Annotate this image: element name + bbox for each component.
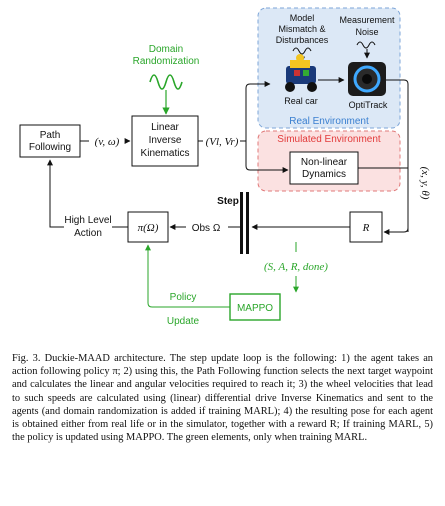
policy-label: π(Ω) (138, 222, 159, 234)
step-label: Step (217, 196, 239, 207)
high-level-action-label: High Level (64, 215, 111, 226)
model-mismatch-label-3: Disturbances (276, 35, 329, 45)
simulated-environment-label: Simulated Environment (277, 134, 381, 145)
obs-label: Obs Ω (192, 223, 221, 234)
policy-update-label: Policy (170, 292, 197, 303)
nonlinear-dynamics-label: Non-linear (301, 157, 348, 168)
step-bar (240, 192, 243, 254)
real-environment-label: Real Environment (289, 116, 369, 127)
path-following-label-2: Following (29, 142, 71, 153)
high-level-action-label-2: Action (74, 228, 102, 239)
real-environment-region (257, 7, 401, 129)
optitrack-label: OptiTrack (349, 100, 388, 110)
sard-label: (S, A, R, done) (264, 261, 328, 273)
noise-wave-icon (149, 74, 183, 90)
real-car-icon (285, 54, 317, 92)
mismatch-wave-icon (292, 47, 312, 55)
step-bar-2 (246, 192, 249, 254)
inverse-kinematics-label-3: Kinematics (141, 148, 190, 159)
path-following-label: Path (40, 130, 61, 141)
noise-wave-icon-2 (356, 41, 376, 49)
measurement-noise-label-2: Noise (355, 27, 378, 37)
reward-box (349, 211, 383, 243)
mappo-label: MAPPO (237, 303, 273, 314)
inverse-kinematics-label-2: Inverse (149, 135, 182, 146)
inverse-kinematics-box (131, 115, 199, 167)
real-car-label: Real car (284, 96, 318, 106)
pose-label: (x, y, θ) (419, 167, 431, 200)
nonlinear-dynamics-box (289, 151, 359, 185)
domain-randomization-label: Domain (149, 44, 183, 55)
domain-randomization-label-2: Randomization (133, 56, 200, 67)
figure-caption: Fig. 3. Duckie-MAAD architecture. The st… (12, 353, 433, 444)
model-mismatch-label-2: Mismatch & (278, 24, 325, 34)
measurement-noise-label: Measurement (339, 15, 395, 25)
inverse-kinematics-label: Linear (151, 122, 179, 133)
model-mismatch-label: Model (290, 13, 315, 23)
policy-update-label-2: Update (167, 316, 200, 327)
mappo-box (229, 293, 281, 321)
nonlinear-dynamics-label-2: Dynamics (302, 169, 346, 180)
architecture-diagram: Real Environment Simulated Environment D… (19, 7, 431, 327)
v-omega-label: (v, ω) (95, 136, 120, 148)
reward-label: R (362, 222, 370, 234)
optitrack-camera-icon (348, 62, 386, 96)
path-following-box (19, 124, 81, 158)
vl-vr-label: (Vl, Vr) (206, 136, 239, 148)
